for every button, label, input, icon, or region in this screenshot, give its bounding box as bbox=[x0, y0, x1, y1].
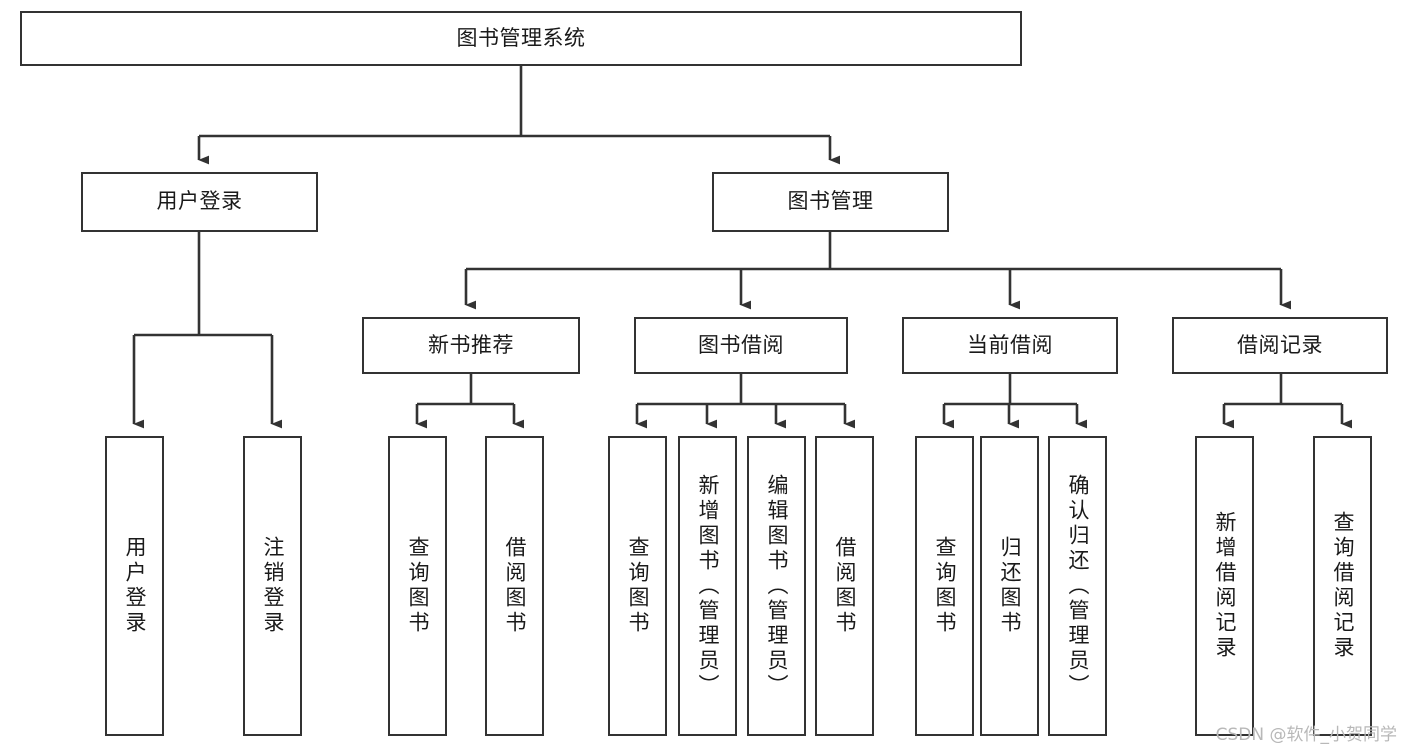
node-user-login-label: 用户登录 bbox=[156, 189, 243, 214]
node-book-borrow-label: 图书借阅 bbox=[698, 332, 784, 357]
node-new-book-recommend-label: 新书推荐 bbox=[428, 332, 514, 357]
node-leaf-borrow-book-recommend-label: 借阅图书 bbox=[503, 536, 527, 636]
node-leaf-add-borrow-record-label: 新增借阅记录 bbox=[1213, 511, 1237, 661]
edge-group-current-borrow-children bbox=[942, 374, 1088, 429]
edge-group-borrow-record-children bbox=[1222, 374, 1353, 429]
edge-group-book-management-children bbox=[464, 232, 1292, 310]
node-book-management-label: 图书管理 bbox=[787, 189, 874, 214]
edge-group-user-login-children bbox=[132, 232, 283, 429]
node-leaf-query-book-recommend-label: 查询图书 bbox=[406, 536, 430, 636]
node-leaf-return-book[interactable]: 归还图书 bbox=[980, 436, 1039, 736]
node-leaf-query-borrow-record[interactable]: 查询借阅记录 bbox=[1313, 436, 1372, 736]
node-current-borrow[interactable]: 当前借阅 bbox=[902, 317, 1118, 374]
node-leaf-query-book-borrow-label: 查询图书 bbox=[626, 536, 650, 636]
node-leaf-borrow-book-recommend[interactable]: 借阅图书 bbox=[485, 436, 544, 736]
node-root[interactable]: 图书管理系统 bbox=[20, 11, 1022, 66]
node-leaf-borrow-book-label: 借阅图书 bbox=[833, 536, 857, 636]
node-leaf-logout[interactable]: 注销登录 bbox=[243, 436, 302, 736]
node-leaf-return-book-label: 归还图书 bbox=[998, 536, 1022, 636]
node-book-management[interactable]: 图书管理 bbox=[712, 172, 949, 232]
node-leaf-add-borrow-record[interactable]: 新增借阅记录 bbox=[1195, 436, 1254, 736]
node-leaf-confirm-return-admin[interactable]: 确认归还（管理员） bbox=[1048, 436, 1107, 736]
node-leaf-add-book-admin[interactable]: 新增图书（管理员） bbox=[678, 436, 737, 736]
node-leaf-query-borrow-record-label: 查询借阅记录 bbox=[1331, 511, 1355, 661]
node-leaf-query-book-current[interactable]: 查询图书 bbox=[915, 436, 974, 736]
node-root-label: 图书管理系统 bbox=[456, 25, 586, 50]
node-leaf-edit-book-admin-label: 编辑图书（管理员） bbox=[765, 473, 789, 699]
node-leaf-user-login-label: 用户登录 bbox=[123, 536, 147, 636]
node-leaf-edit-book-admin[interactable]: 编辑图书（管理员） bbox=[747, 436, 806, 736]
node-leaf-logout-label: 注销登录 bbox=[261, 536, 285, 636]
node-borrow-record-label: 借阅记录 bbox=[1237, 332, 1323, 357]
node-leaf-confirm-return-admin-label: 确认归还（管理员） bbox=[1066, 473, 1090, 699]
node-leaf-query-book-current-label: 查询图书 bbox=[933, 536, 957, 636]
node-leaf-add-book-admin-label: 新增图书（管理员） bbox=[696, 473, 720, 699]
node-current-borrow-label: 当前借阅 bbox=[967, 332, 1053, 357]
node-leaf-query-book-recommend[interactable]: 查询图书 bbox=[388, 436, 447, 736]
node-user-login[interactable]: 用户登录 bbox=[81, 172, 318, 232]
edge-group-root-to-level2 bbox=[197, 66, 841, 165]
node-leaf-borrow-book[interactable]: 借阅图书 bbox=[815, 436, 874, 736]
node-leaf-user-login[interactable]: 用户登录 bbox=[105, 436, 164, 736]
node-borrow-record[interactable]: 借阅记录 bbox=[1172, 317, 1388, 374]
edge-group-book-borrow-children bbox=[635, 374, 856, 429]
edge-group-new-book-recommend-children bbox=[415, 374, 525, 429]
node-new-book-recommend[interactable]: 新书推荐 bbox=[362, 317, 580, 374]
node-book-borrow[interactable]: 图书借阅 bbox=[634, 317, 848, 374]
node-leaf-query-book-borrow[interactable]: 查询图书 bbox=[608, 436, 667, 736]
